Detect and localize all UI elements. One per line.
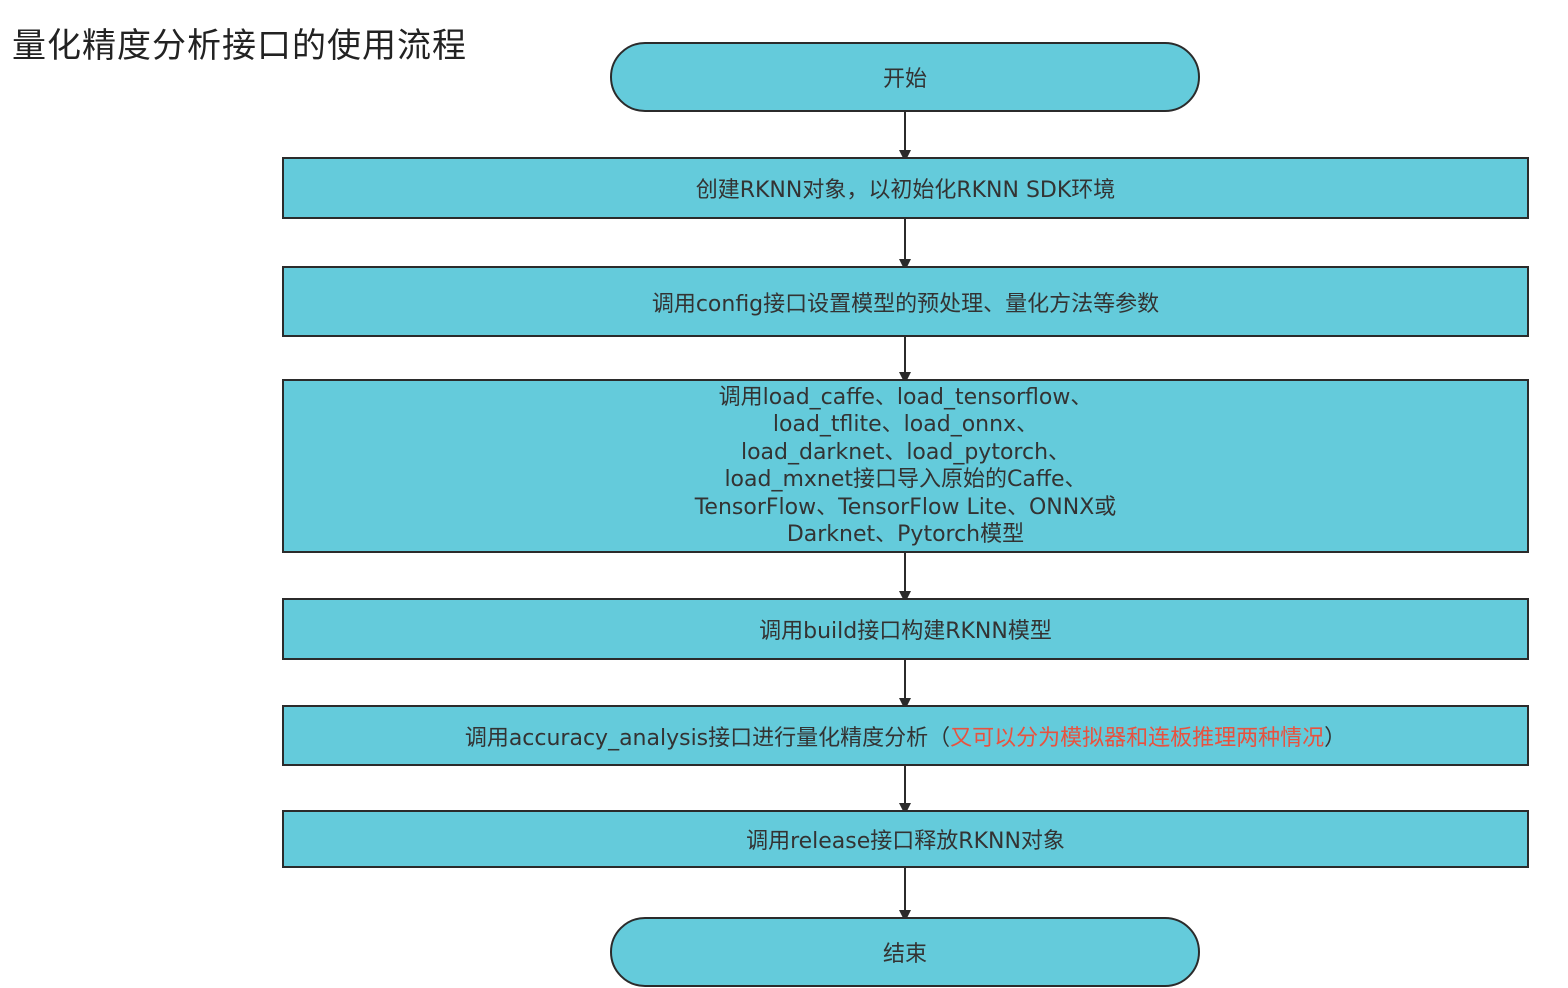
step-load-model-line: 调用load_caffe、load_tensorflow、: [718, 384, 1093, 410]
step-release-label: 调用release接口释放RKNN对象: [746, 829, 1065, 854]
step-build: 调用build接口构建RKNN模型: [282, 598, 1529, 660]
step-load-model-line: load_tflite、load_onnx、: [772, 412, 1039, 437]
step-config: 调用config接口设置模型的预处理、量化方法等参数: [282, 266, 1529, 337]
step-accuracy-analysis-label: 调用accuracy_analysis接口进行量化精度分析（又可以分为模拟器和连…: [465, 720, 1346, 752]
step-load-model-line: load_darknet、load_pytorch、: [740, 439, 1071, 465]
page-title: 量化精度分析接口的使用流程: [12, 26, 467, 66]
step-load-model-line: TensorFlow、TensorFlow Lite、ONNX或: [694, 494, 1117, 520]
start-label: 开始: [882, 67, 927, 92]
step-accuracy-analysis-note: 又可以分为模拟器和连板推理两种情况: [950, 725, 1325, 751]
step-accuracy-analysis: 调用accuracy_analysis接口进行量化精度分析（又可以分为模拟器和连…: [282, 705, 1529, 766]
step-accuracy-analysis-close: ）: [1324, 725, 1347, 751]
step-load-model-line: load_mxnet接口导入原始的Caffe、: [724, 467, 1087, 492]
start-node: 开始: [610, 42, 1200, 112]
step-build-label: 调用build接口构建RKNN模型: [759, 619, 1052, 644]
step-create-rknn-label: 创建RKNN对象，以初始化RKNN SDK环境: [695, 178, 1116, 203]
step-load-model: 调用load_caffe、load_tensorflow、 load_tflit…: [282, 379, 1529, 553]
step-release: 调用release接口释放RKNN对象: [282, 810, 1529, 868]
end-label: 结束: [882, 942, 927, 967]
step-load-model-line: Darknet、Pytorch模型: [786, 522, 1025, 547]
step-config-label: 调用config接口设置模型的预处理、量化方法等参数: [651, 291, 1160, 317]
step-create-rknn: 创建RKNN对象，以初始化RKNN SDK环境: [282, 157, 1529, 219]
step-accuracy-analysis-main: 调用accuracy_analysis接口进行量化精度分析（: [464, 725, 951, 751]
end-node: 结束: [610, 917, 1200, 987]
